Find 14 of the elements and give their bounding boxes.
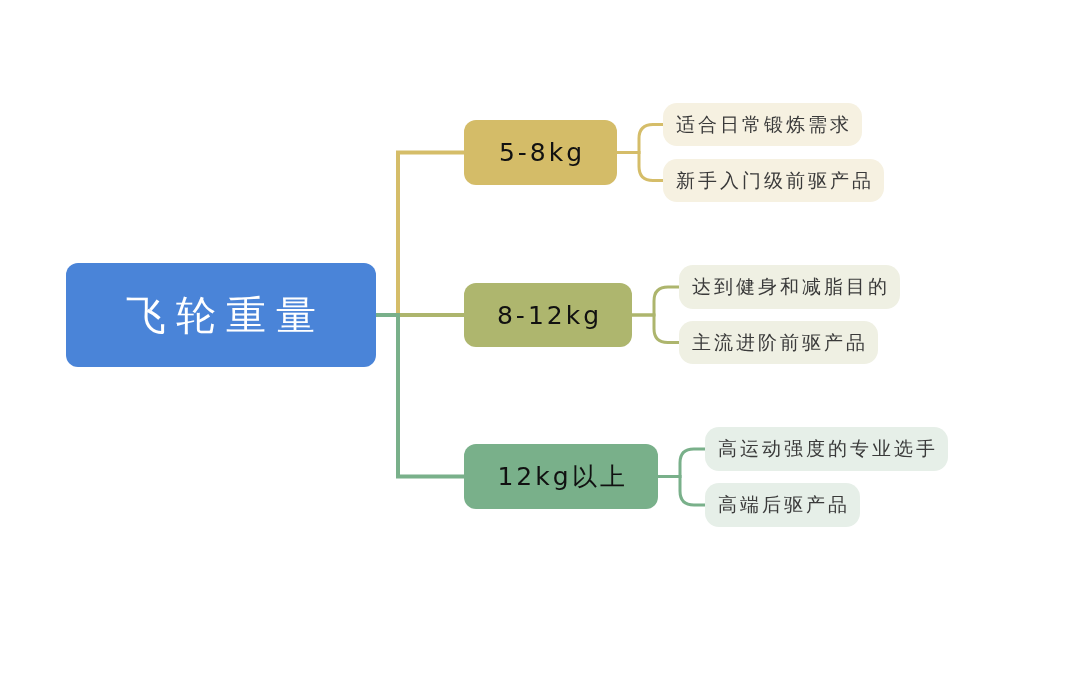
subtopic-box: 主流进阶前驱产品 — [679, 321, 878, 364]
subtopic-box: 适合日常锻炼需求 — [663, 103, 862, 146]
topic-box: 飞轮重量 — [66, 263, 376, 367]
subtopic-box: 达到健身和减脂目的 — [679, 265, 900, 309]
connector-line — [658, 475, 705, 507]
branch-box: 12kg以上 — [464, 444, 658, 509]
connector-line — [632, 313, 679, 344]
subtopic-box: 高端后驱产品 — [705, 483, 860, 527]
connector-line — [617, 151, 663, 182]
connector-line — [376, 313, 464, 479]
subtopic-box: 新手入门级前驱产品 — [663, 159, 884, 202]
branch-box: 8-12kg — [464, 283, 632, 347]
subtopic-box: 高运动强度的专业选手 — [705, 427, 948, 471]
branch-box: 5-8kg — [464, 120, 617, 185]
